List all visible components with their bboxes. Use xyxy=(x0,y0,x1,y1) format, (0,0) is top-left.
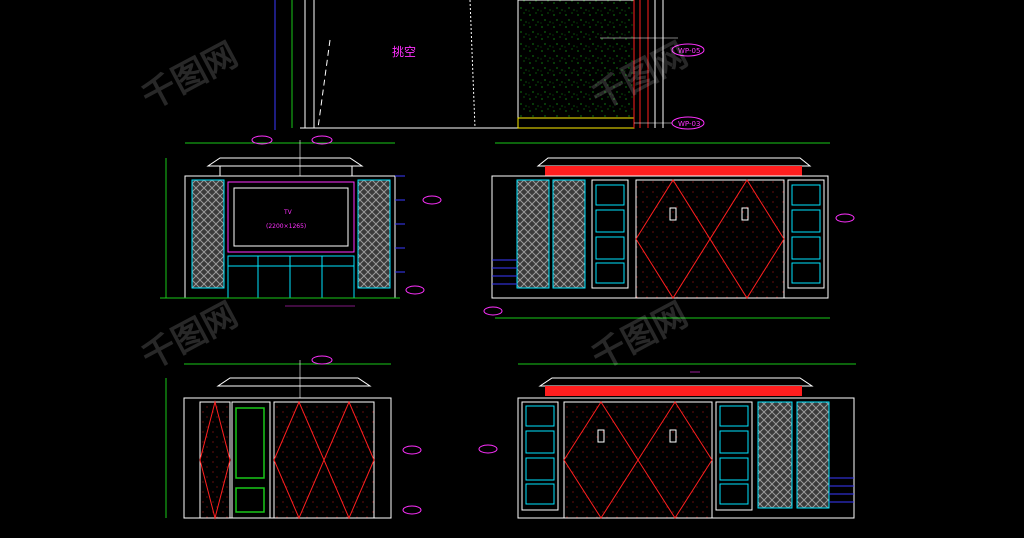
room-label: 挑空 xyxy=(392,45,416,59)
watermark-text-1: 千图网 xyxy=(135,35,244,118)
watermark-text-3: 千图网 xyxy=(135,295,244,378)
top-section xyxy=(274,0,705,130)
tv-wall-elevation xyxy=(160,135,442,307)
door-wall-elevation xyxy=(165,355,422,520)
tag-wp05: WP-05 xyxy=(678,47,700,55)
feature-wall-elevation xyxy=(483,142,855,319)
tv-size-label: (2200×1265) xyxy=(266,223,306,230)
tv-label: TV xyxy=(283,209,293,216)
watermark-text-4: 千图网 xyxy=(585,295,694,378)
tag-wp03: WP-03 xyxy=(678,120,700,128)
bedroom-wall-elevation xyxy=(478,363,856,519)
